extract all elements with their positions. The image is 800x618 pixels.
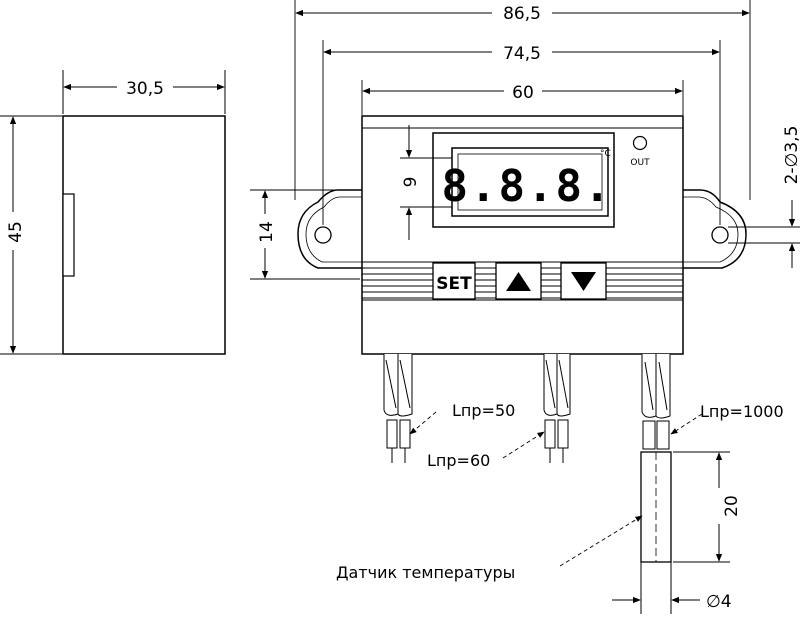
side-view [0, 70, 226, 355]
set-button[interactable]: SET [432, 262, 476, 300]
temperature-probe [640, 451, 672, 614]
wire-middle-callout: Lпр=60 [427, 431, 545, 470]
side-depth-label: 30,5 [126, 79, 164, 99]
unit-celsius-label: °C [600, 149, 611, 159]
display-height-label: 9 [401, 177, 421, 188]
wire-middle-length: Lпр=60 [427, 451, 490, 470]
dim-hole-diameter: 2-∅3,5 [728, 126, 800, 268]
wire-middle [543, 354, 571, 463]
overall-width-label: 86,5 [503, 4, 541, 24]
triangle-up-icon [506, 272, 531, 291]
dim-display-height: 9 [400, 125, 452, 240]
wire-left-callout: Lпр=50 [409, 401, 515, 435]
front-body [297, 115, 747, 355]
dim-body-width: 60 [361, 80, 684, 115]
probe-diameter-label: ∅4 [706, 592, 732, 612]
wire-right-length: Lпр=1000 [700, 402, 784, 421]
mounting-hole-left [314, 40, 332, 244]
dim-side-depth: 30,5 [63, 76, 225, 99]
sensor-callout: Датчик температуры [336, 515, 643, 582]
dim-overall-width: 86,5 [294, 0, 751, 200]
wire-right [641, 354, 671, 450]
dim-ear-height: 14 [250, 189, 360, 280]
dim-hole-spacing: 74,5 [323, 41, 720, 64]
wire-left-length: Lпр=50 [452, 401, 515, 420]
triangle-down-icon [571, 272, 596, 291]
hole-spacing-label: 74,5 [503, 44, 541, 64]
wire-right-callout: Lпр=1000 [670, 402, 784, 435]
ear-height-label: 14 [257, 221, 277, 243]
wire-left [383, 354, 413, 463]
up-button[interactable] [495, 262, 542, 300]
out-led: OUT [630, 135, 650, 168]
display: 8.8.8. °C [432, 132, 615, 228]
sensor-label: Датчик температуры [336, 563, 515, 582]
hole-diameter-label: 2-∅3,5 [782, 126, 800, 185]
mounting-hole-right [711, 40, 729, 244]
dim-probe-diameter: ∅4 [612, 592, 732, 612]
display-digits: 8.8.8. [442, 161, 613, 212]
down-button[interactable] [560, 262, 607, 300]
set-button-label: SET [436, 274, 472, 294]
height-label: 45 [6, 221, 26, 243]
dim-height: 45 [2, 116, 26, 354]
body-width-label: 60 [512, 83, 534, 103]
out-label: OUT [630, 158, 650, 168]
probe-length-label: 20 [722, 495, 742, 517]
dim-probe-length: 20 [673, 451, 742, 563]
